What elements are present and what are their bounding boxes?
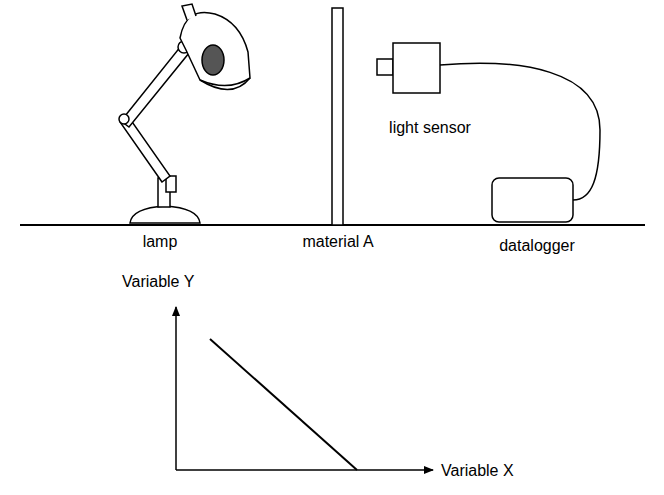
- axis-label: Variable X: [441, 461, 514, 480]
- part-label: datalogger: [499, 236, 575, 255]
- part-label: material A: [302, 232, 373, 251]
- graph-line: [210, 339, 357, 470]
- part-label: light sensor: [389, 118, 471, 137]
- axis-label: Variable Y: [122, 272, 194, 291]
- material-sheet: [332, 8, 343, 225]
- part-label: lamp: [143, 232, 178, 251]
- lamp-drawing: [119, 4, 250, 223]
- datalogger-drawing: [492, 178, 573, 222]
- light-sensor-drawing: [377, 43, 440, 93]
- graph-axes: [176, 307, 433, 470]
